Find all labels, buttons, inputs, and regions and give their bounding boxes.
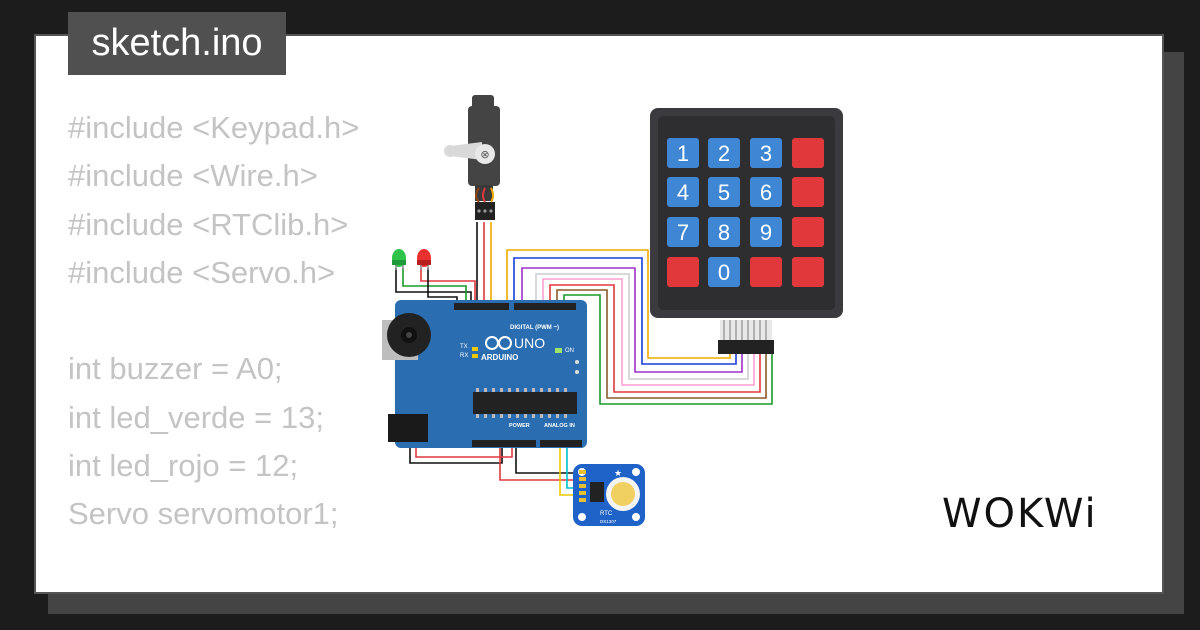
on-label: ON (565, 348, 574, 354)
keypad-key-label: 9 (760, 220, 772, 245)
svg-text:⊗: ⊗ (480, 148, 489, 161)
code-preview: #include <Keypad.h> #include <Wire.h> #inc… (68, 104, 711, 592)
keypad-key[interactable] (708, 177, 740, 207)
tx-label: TX (460, 344, 468, 350)
code-line: #include <Wire.h> (68, 158, 318, 194)
keypad-key[interactable] (750, 177, 782, 207)
led-red[interactable] (417, 249, 431, 270)
wokwi-logo: WOKWi (942, 491, 1112, 542)
code-line: #include <Servo.h> (68, 254, 336, 290)
star-icon: ★ (614, 469, 622, 479)
code-line: #include <RTClib.h> (68, 206, 349, 242)
keypad-key[interactable] (667, 217, 699, 247)
power-label: POWER (509, 423, 530, 429)
code-line: #include <Keypad.h> (68, 110, 360, 145)
code-line: int led_verde = 13; (68, 399, 324, 435)
code-line: int led_rojo = 12; (68, 448, 299, 484)
servo-motor[interactable]: ⊗ (444, 95, 500, 220)
arduino-uno-board[interactable]: UNO ARDUINO DIGITAL (PWM ~) TX RX ON POW… (382, 300, 587, 448)
analog-label: ANALOG IN (544, 423, 575, 429)
keypad-4x4[interactable]: 1 2 3 4 5 6 7 8 9 0 (650, 108, 843, 354)
keypad-key[interactable] (708, 257, 740, 287)
rtc-chip: DS1307 (600, 519, 617, 524)
keypad-key-label: 0 (718, 260, 730, 285)
keypad-key-label: 6 (760, 180, 772, 205)
filename-tab[interactable]: sketch.ino (68, 12, 286, 75)
digital-label: DIGITAL (PWM ~) (510, 325, 559, 331)
keypad-key[interactable] (792, 217, 824, 247)
led-green[interactable] (392, 249, 406, 270)
keypad-key[interactable] (667, 177, 699, 207)
keypad-key[interactable] (792, 257, 824, 287)
keypad-key-label: 1 (677, 141, 689, 166)
rtc-label: RTC (600, 511, 613, 517)
arduino-brand: ARDUINO (481, 353, 518, 362)
arduino-model: UNO (514, 335, 545, 351)
keypad-key[interactable] (792, 138, 824, 168)
code-line: int buzzer = A0; (68, 351, 283, 387)
code-line: Servo servomotor1; (68, 496, 339, 532)
keypad-key[interactable] (750, 257, 782, 287)
keypad-key[interactable] (750, 217, 782, 247)
keypad-key-label: 5 (718, 180, 730, 205)
arduino-logo-icon (485, 336, 512, 350)
keypad-key[interactable] (667, 138, 699, 168)
rx-label: RX (460, 353, 468, 359)
keypad-key-label: 4 (677, 180, 689, 205)
preview-card: #include <Keypad.h> #include <Wire.h> #inc… (34, 34, 1164, 594)
rtc-module[interactable]: RTC DS1307 ★ (573, 464, 645, 526)
keypad-key-label: 8 (718, 220, 730, 245)
keypad-key[interactable] (750, 138, 782, 168)
keypad-key[interactable] (708, 217, 740, 247)
keypad-key-label: 2 (718, 141, 730, 166)
keypad-key[interactable] (792, 177, 824, 207)
keypad-key[interactable] (667, 257, 699, 287)
wires (395, 222, 773, 496)
keypad-key-label: 7 (677, 220, 689, 245)
wokwi-logo-text: WOKWi (942, 491, 1098, 537)
keypad-key[interactable] (708, 138, 740, 168)
circuit-diagram: ⊗ (382, 95, 843, 526)
keypad-key-label: 3 (760, 141, 772, 166)
